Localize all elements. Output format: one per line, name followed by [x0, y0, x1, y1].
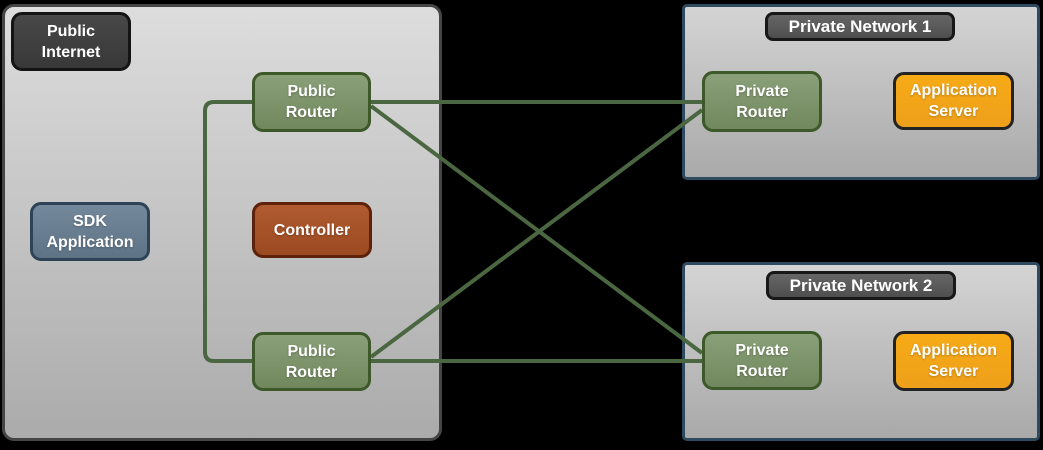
- application-server-1-label: Application Server: [909, 82, 998, 120]
- public-router-top-node: Public Router: [252, 72, 371, 132]
- private-network-1-label: Private Network 1: [765, 12, 955, 41]
- public-router-bottom-label: Public Router: [285, 342, 338, 381]
- link-bottom-router-to-private-router-1: [369, 108, 704, 359]
- application-server-1-node: Application Server: [893, 72, 1014, 130]
- public-router-bottom-node: Public Router: [252, 332, 371, 391]
- controller-node: Controller: [252, 202, 372, 258]
- link-top-router-to-private-router-2: [369, 104, 704, 355]
- controller-label: Controller: [273, 221, 351, 239]
- sdk-application-label: SDK Application: [46, 212, 134, 251]
- private-router-1-node: Private Router: [702, 71, 822, 132]
- private-network-2-label: Private Network 2: [766, 271, 956, 300]
- private-router-1-label: Private Router: [735, 82, 789, 121]
- private-network-2-label-text: Private Network 2: [789, 275, 933, 295]
- application-server-2-node: Application Server: [893, 331, 1014, 391]
- application-server-2-label: Application Server: [909, 342, 998, 380]
- public-internet-label: Public Internet: [11, 12, 131, 71]
- private-router-2-label: Private Router: [735, 341, 789, 380]
- link-public-router-bracket: [203, 100, 252, 363]
- sdk-application-node: SDK Application: [30, 202, 150, 261]
- private-router-2-node: Private Router: [702, 331, 822, 390]
- public-internet-label-text: Public Internet: [41, 22, 101, 61]
- public-router-top-label: Public Router: [285, 83, 338, 121]
- private-network-1-label-text: Private Network 1: [788, 16, 932, 36]
